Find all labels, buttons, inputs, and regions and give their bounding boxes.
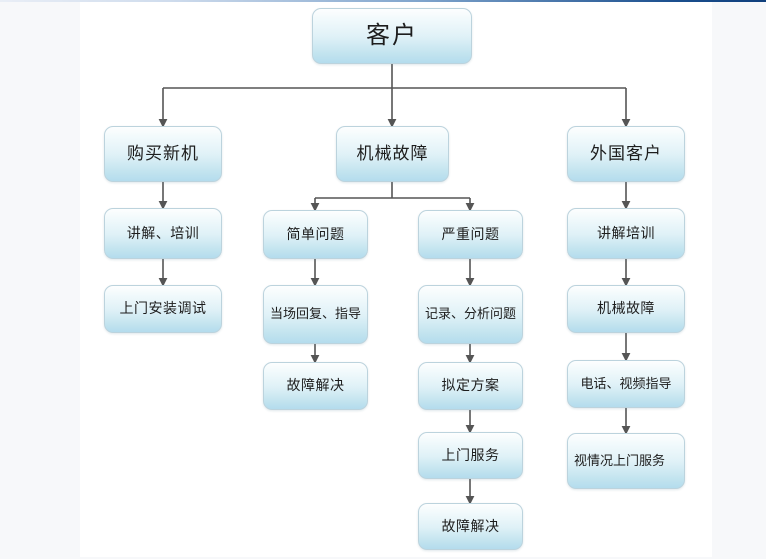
node-foreign-mechanical-fault-label: 机械故障 bbox=[597, 300, 655, 317]
node-customer[interactable]: 客户 bbox=[312, 8, 472, 64]
node-foreign-explain-training-label: 讲解培训 bbox=[597, 224, 655, 241]
node-foreign-explain-training[interactable]: 讲解培训 bbox=[567, 208, 685, 259]
node-explain-training-label: 讲解、培训 bbox=[126, 224, 200, 241]
node-conditional-onsite-service[interactable]: 视情况上门服务 bbox=[567, 433, 685, 489]
node-onsite-install-debug[interactable]: 上门安装调试 bbox=[104, 285, 222, 333]
node-serious-problem-label: 严重问题 bbox=[441, 225, 500, 242]
node-customer-label: 客户 bbox=[366, 21, 418, 49]
node-foreign-mechanical-fault[interactable]: 机械故障 bbox=[567, 285, 685, 333]
node-purchase-new-machine[interactable]: 购买新机 bbox=[104, 126, 222, 182]
node-foreign-customer[interactable]: 外国客户 bbox=[567, 126, 685, 182]
node-onsite-service[interactable]: 上门服务 bbox=[418, 432, 523, 479]
node-record-analyze-problem-label: 记录、分析问题 bbox=[425, 306, 517, 322]
node-mechanical-fault[interactable]: 机械故障 bbox=[336, 126, 449, 182]
node-onsite-reply-guidance-label: 当场回复、指导 bbox=[270, 306, 362, 322]
node-purchase-new-machine-label: 购买新机 bbox=[127, 144, 199, 164]
node-serious-problem[interactable]: 严重问题 bbox=[418, 210, 523, 259]
node-fault-resolved-serious[interactable]: 故障解决 bbox=[418, 503, 523, 550]
node-conditional-onsite-service-label: 视情况上门服务 bbox=[574, 452, 666, 468]
node-simple-problem[interactable]: 简单问题 bbox=[263, 210, 368, 259]
node-fault-resolved-simple[interactable]: 故障解决 bbox=[263, 362, 368, 410]
node-phone-video-guidance-label: 电话、视频指导 bbox=[580, 375, 672, 391]
node-draft-plan[interactable]: 拟定方案 bbox=[418, 362, 523, 410]
node-onsite-service-label: 上门服务 bbox=[441, 446, 500, 463]
node-mechanical-fault-label: 机械故障 bbox=[356, 144, 429, 164]
node-record-analyze-problem[interactable]: 记录、分析问题 bbox=[418, 285, 523, 344]
node-fault-resolved-serious-label: 故障解决 bbox=[441, 517, 500, 534]
node-onsite-install-debug-label: 上门安装调试 bbox=[119, 300, 207, 317]
node-onsite-reply-guidance[interactable]: 当场回复、指导 bbox=[263, 285, 368, 344]
top-rule-divider bbox=[0, 0, 766, 2]
node-explain-training[interactable]: 讲解、培训 bbox=[104, 208, 222, 259]
node-draft-plan-label: 拟定方案 bbox=[441, 377, 500, 394]
node-foreign-customer-label: 外国客户 bbox=[590, 144, 662, 164]
node-simple-problem-label: 简单问题 bbox=[286, 225, 345, 242]
node-phone-video-guidance[interactable]: 电话、视频指导 bbox=[567, 360, 685, 408]
node-fault-resolved-simple-label: 故障解决 bbox=[286, 377, 345, 394]
